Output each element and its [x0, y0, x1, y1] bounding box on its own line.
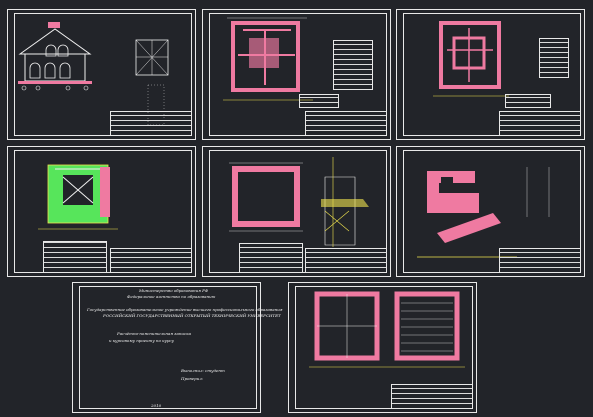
drawing-sheet-facade[interactable] — [7, 9, 196, 140]
sheet-frame — [295, 286, 473, 409]
drawing-sheet-details[interactable] — [396, 146, 585, 277]
drawing-sheet-roof[interactable] — [288, 282, 477, 413]
title-block — [305, 111, 387, 136]
sheet-frame — [209, 13, 387, 136]
cover-line-9: 2010 — [151, 403, 162, 408]
spec-table-small — [299, 94, 339, 108]
drawing-sheet-section[interactable] — [7, 146, 196, 277]
title-block — [305, 248, 387, 273]
sheet-frame — [403, 150, 581, 273]
roof-plan-drawing — [309, 291, 465, 368]
cover-line-2: Федеральное агентство по образованию — [127, 294, 216, 299]
sheet-frame — [403, 13, 581, 136]
title-block — [110, 248, 192, 273]
cover-line-1: Министерство образования РФ — [139, 288, 209, 293]
drawing-sheet-foundation[interactable] — [202, 146, 391, 277]
spec-table — [239, 243, 303, 273]
cover-line-4: РОССИЙСКИЙ ГОСУДАРСТВЕННЫЙ ОТКРЫТЫЙ ТЕХН… — [103, 313, 281, 318]
drawing-sheet-plan-1[interactable] — [202, 9, 391, 140]
cover-line-8: Проверил: — [181, 376, 204, 381]
title-block — [110, 111, 192, 136]
cover-line-7: Выполнил: студент — [181, 368, 225, 373]
spec-table-small — [505, 94, 551, 108]
spec-table — [539, 38, 569, 78]
sheet-frame — [14, 13, 192, 136]
cover-line-6: к курсовому проекту по курсу — [109, 338, 174, 343]
title-block — [499, 111, 581, 136]
spec-table — [43, 241, 107, 273]
title-block — [499, 248, 581, 273]
cover-sheet[interactable]: Министерство образования РФ Федеральное … — [72, 282, 282, 413]
drawing-sheet-plan-2[interactable] — [396, 9, 585, 140]
cover-line-5: Расчётно-пояснительная записка — [117, 331, 191, 336]
title-block — [391, 384, 473, 409]
section-drawing — [38, 164, 118, 230]
cover-line-3: Государственное образовательное учрежден… — [87, 307, 283, 312]
sheet-frame — [79, 286, 257, 409]
floor-plan-drawing — [223, 17, 313, 101]
floor-plan-drawing — [433, 21, 509, 97]
spec-table — [333, 40, 373, 90]
foundation-drawing — [229, 157, 369, 247]
house-facade-drawing — [18, 22, 169, 126]
details-drawing — [417, 167, 550, 258]
